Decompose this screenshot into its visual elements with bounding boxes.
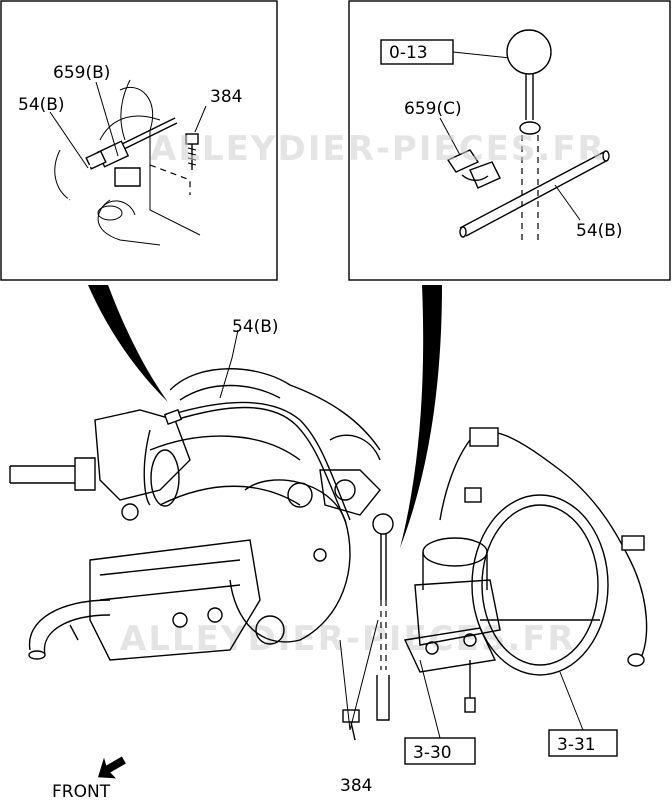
main-bolt-leader <box>339 619 379 731</box>
front-label: FRONT <box>52 782 111 800</box>
callout-wedge-right <box>400 285 442 548</box>
main-hose-leader <box>219 329 239 399</box>
inset-left-pipe-label: 659(B) <box>53 63 110 83</box>
clip-icon <box>446 149 501 189</box>
inset-left-drawing <box>49 79 207 246</box>
inset-left-bolt-icon <box>185 133 199 170</box>
inset-right-ref-label: 0-13 <box>389 43 428 63</box>
master-cylinder <box>403 537 501 713</box>
inset-left-hose-label: 54(B) <box>18 95 65 115</box>
main-hose-label: 54(B) <box>232 317 279 337</box>
shift-knob-icon <box>506 29 552 75</box>
main-assembly-drawing <box>9 368 648 741</box>
inset-right-clip-label: 659(C) <box>404 99 462 119</box>
ref-3-30-label: 3-30 <box>413 743 452 763</box>
inset-right-frame <box>348 0 671 281</box>
watermark-top: ALLEYDIER-PIECES.FR <box>150 129 606 169</box>
inset-left-frame <box>0 0 278 281</box>
brake-booster <box>471 494 609 676</box>
inset-left-bolt-label: 384 <box>210 87 242 107</box>
inset-right-drawing <box>380 29 610 245</box>
main-bolt-label: 384 <box>340 776 372 796</box>
front-arrow-icon <box>98 756 126 779</box>
main-bolt-icon <box>342 709 360 741</box>
inset-right-hose-label: 54(B) <box>576 221 623 241</box>
ref-3-31-label: 3-31 <box>557 735 596 755</box>
callout-wedge-left <box>88 285 168 402</box>
main-shift-knob-icon <box>372 513 394 535</box>
